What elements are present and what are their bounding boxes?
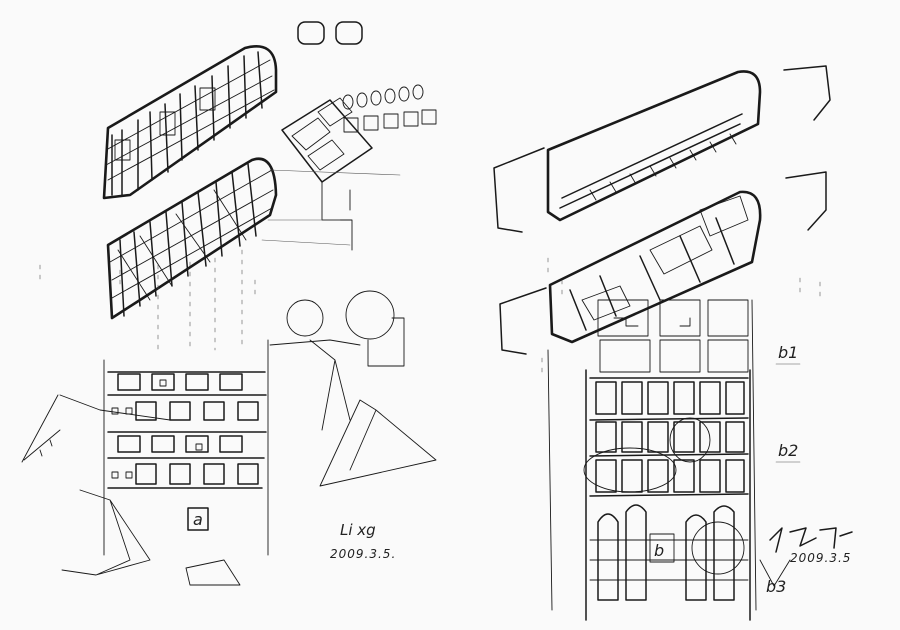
right-signature-date: 2009.3.5 bbox=[790, 551, 851, 565]
right-tower-elevation: b bbox=[547, 299, 757, 621]
right-construction-lines bbox=[541, 257, 821, 377]
left-signature-name: Li xg bbox=[340, 521, 376, 539]
left-stair-detail bbox=[281, 97, 373, 251]
facade-elevation-a: a bbox=[103, 339, 269, 556]
label-a: a bbox=[193, 510, 203, 529]
label-b-small: b bbox=[654, 541, 664, 560]
left-panel: a Li xg 2009.3.5. bbox=[21, 21, 437, 586]
left-upper-slab bbox=[102, 45, 278, 200]
left-figure-doodle bbox=[21, 290, 437, 586]
left-lower-slab bbox=[106, 157, 278, 320]
right-lower-slab bbox=[499, 171, 827, 355]
left-construction-lines bbox=[39, 169, 401, 351]
left-signature-date: 2009.3.5. bbox=[330, 547, 396, 561]
label-b3: b3 bbox=[766, 577, 786, 596]
small-window-studies bbox=[342, 84, 437, 133]
right-signature: 2009.3.5 bbox=[759, 527, 853, 587]
right-upper-slab bbox=[493, 65, 831, 233]
right-panel: b b1 b2 b3 2009.3.5 bbox=[493, 65, 853, 621]
left-signature: Li xg 2009.3.5. bbox=[330, 521, 396, 561]
label-b2: b2 bbox=[778, 441, 798, 460]
glasses-doodle bbox=[297, 21, 363, 45]
label-b1: b1 bbox=[778, 343, 798, 362]
